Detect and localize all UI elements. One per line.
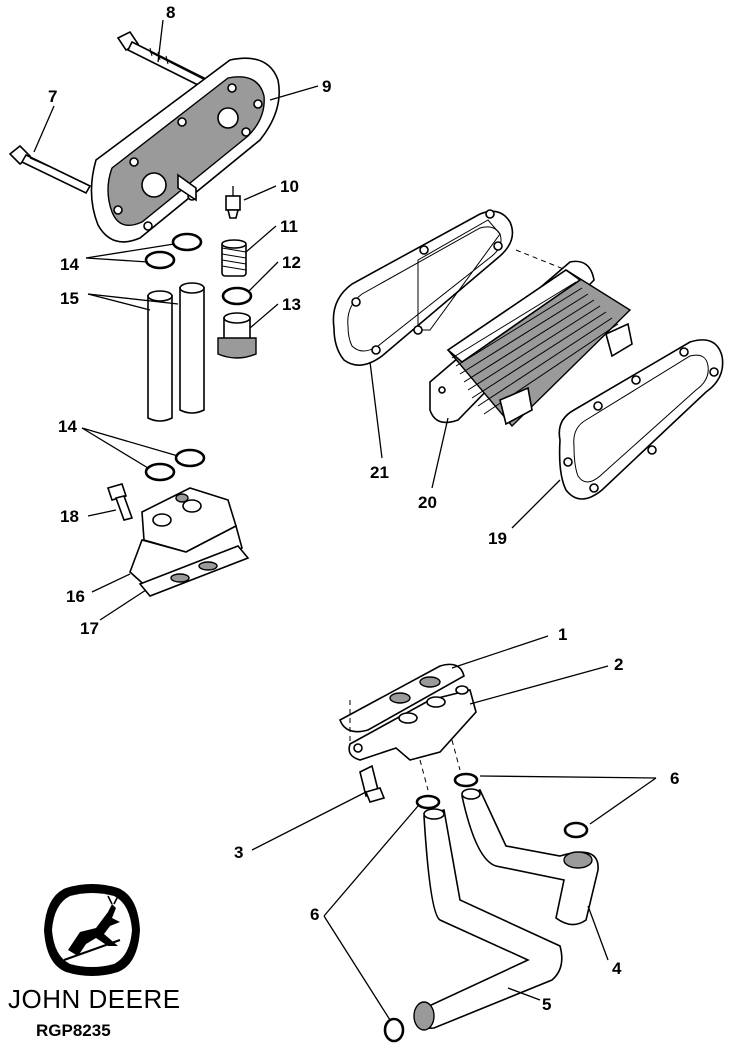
gasket-19 <box>558 339 724 500</box>
callout-6-left: 6 <box>310 905 319 924</box>
figure-code: RGP8235 <box>36 1021 111 1040</box>
o-ring-14-upper-b <box>144 250 176 270</box>
callout-15: 15 <box>60 289 79 308</box>
gasket-1 <box>339 663 465 733</box>
callout-19: 19 <box>488 529 507 548</box>
callout-21: 21 <box>370 463 389 482</box>
callout-14-upper: 14 <box>60 255 79 274</box>
brand-name: JOHN DEERE <box>8 984 181 1014</box>
o-ring-6-b <box>415 794 441 810</box>
callout-2: 2 <box>614 655 623 674</box>
callout-9: 9 <box>322 77 331 96</box>
cap-screw-8 <box>116 30 214 92</box>
o-ring-14-lower-b <box>144 462 176 482</box>
oil-tube-4 <box>461 788 599 926</box>
cap-screw-7 <box>8 144 92 195</box>
gasket-17 <box>138 545 250 597</box>
o-ring-6-c <box>563 821 589 839</box>
callout-11: 11 <box>280 217 298 236</box>
plug-13 <box>217 312 257 359</box>
o-ring-14-upper-a <box>171 232 203 252</box>
callout-16: 16 <box>66 587 85 606</box>
o-ring-6-d <box>383 1017 405 1043</box>
spring-11 <box>221 239 247 277</box>
valve-10 <box>225 186 241 219</box>
leader-lines <box>33 19 657 1021</box>
leaping-deer-icon <box>63 895 121 961</box>
callout-5: 5 <box>542 995 551 1014</box>
callout-3: 3 <box>234 843 243 862</box>
callout-14-lower: 14 <box>58 417 77 436</box>
callout-1: 1 <box>558 625 567 644</box>
cap-screw-18 <box>106 483 134 521</box>
callout-7: 7 <box>48 87 57 106</box>
callout-8: 8 <box>166 3 175 22</box>
john-deere-logo <box>44 884 140 976</box>
callout-4: 4 <box>612 959 622 978</box>
o-ring-6-a <box>453 772 479 788</box>
callout-6-right: 6 <box>670 769 679 788</box>
tube-15-right <box>179 282 205 414</box>
o-ring-14-lower-a <box>174 448 206 468</box>
callout-labels: 8 7 9 10 11 12 13 14 15 14 18 16 17 21 2… <box>48 3 679 1014</box>
oil-cooler-core-20 <box>429 249 633 428</box>
callout-18: 18 <box>60 507 79 526</box>
oil-cooler-cover-9 <box>90 57 280 243</box>
oil-tube-5 <box>413 808 563 1031</box>
callout-20: 20 <box>418 493 437 512</box>
callout-10: 10 <box>280 177 299 196</box>
adapter-16 <box>129 487 243 591</box>
o-ring-12 <box>221 286 253 306</box>
gasket-21 <box>332 209 514 366</box>
callout-13: 13 <box>282 295 301 314</box>
cap-screw-3 <box>359 764 386 803</box>
callout-12: 12 <box>282 253 301 272</box>
adapter-2 <box>348 685 477 791</box>
callout-17: 17 <box>80 619 99 638</box>
tube-15-left <box>147 290 173 422</box>
